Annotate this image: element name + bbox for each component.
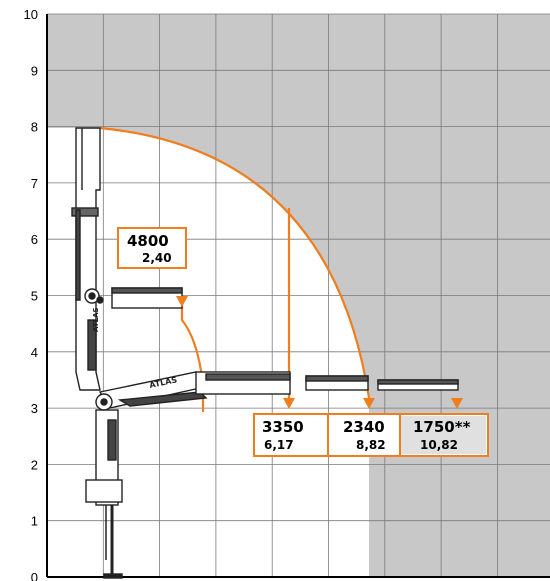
load-value: 4800 — [127, 232, 169, 250]
y-tick-label: 2 — [31, 457, 38, 472]
marker-4800 — [176, 296, 188, 307]
load-markers — [176, 296, 463, 409]
y-tick-label: 4 — [31, 345, 38, 360]
marker-1750 — [451, 398, 463, 409]
crane-base — [85, 479, 123, 503]
marker-2340 — [363, 398, 375, 409]
load-label-strip: 3350 6,17 2340 8,82 1750** 10,82 — [253, 413, 489, 457]
reach-value: 8,82 — [356, 438, 386, 452]
y-tick-label: 0 — [31, 570, 38, 581]
y-tick-label: 6 — [31, 232, 38, 247]
y-axis-ticks: 0 1 2 3 4 5 6 7 8 9 10 — [24, 7, 38, 581]
load-value: 3350 — [262, 418, 304, 436]
crane-brand-text-mast: ATLAS — [92, 307, 100, 332]
crane-illustration: ATLAS ATLAS — [71, 127, 459, 579]
load-box-4800 — [117, 227, 187, 269]
reach-value: 10,82 — [420, 438, 458, 452]
y-tick-label: 5 — [31, 289, 38, 304]
y-tick-label: 1 — [31, 514, 38, 529]
outer-reach-arc — [99, 126, 371, 399]
reach-value: 2,40 — [142, 251, 172, 265]
load-label-4800: 4800 2,40 — [117, 227, 187, 269]
boom-cylinder — [87, 319, 97, 371]
y-tick-label: 8 — [31, 120, 38, 135]
load-value: 2340 — [343, 418, 385, 436]
y-tick-label: 9 — [31, 63, 38, 78]
reach-value: 6,17 — [264, 438, 294, 452]
marker-3350 — [283, 398, 295, 409]
load-box-1750-highlight — [400, 416, 486, 454]
y-tick-label: 10 — [24, 7, 38, 22]
slew-cylinder — [107, 419, 117, 461]
load-value: 1750** — [413, 418, 471, 436]
y-tick-label: 3 — [31, 401, 38, 416]
y-tick-label: 7 — [31, 176, 38, 191]
